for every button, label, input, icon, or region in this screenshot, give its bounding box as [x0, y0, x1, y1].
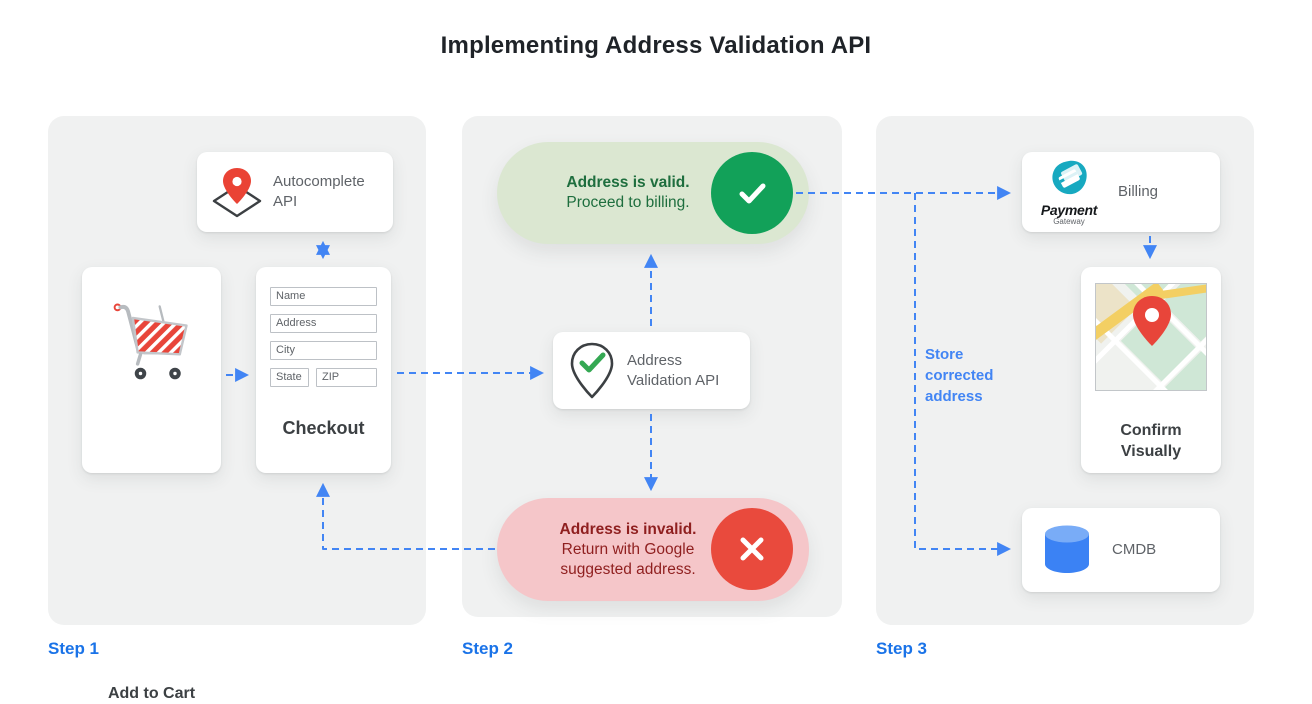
add-to-cart-label: Add to Cart — [107, 685, 196, 702]
cmdb-label: CMDB — [1112, 541, 1157, 558]
step2-label: Step 2 — [462, 639, 514, 658]
map-pin-diamond-icon — [212, 168, 262, 218]
page-title: Implementing Address Validation API — [440, 32, 872, 59]
add-to-cart-card: Add to Cart — [82, 267, 221, 702]
address-validation-api-label: Address Validation API — [627, 351, 720, 389]
billing-label: Billing — [1118, 183, 1159, 200]
state-field: State — [270, 368, 309, 387]
name-field: Name — [270, 287, 377, 306]
payment-logo-title: Payment — [1040, 201, 1098, 218]
billing-card: Payment Gateway Billing — [1022, 152, 1220, 232]
zip-field: ZIP — [316, 368, 377, 387]
cmdb-card: CMDB — [1022, 508, 1220, 592]
invalid-title: Address is invalid. — [559, 520, 697, 538]
step1-label: Step 1 — [48, 639, 100, 658]
shopping-cart-icon — [113, 303, 188, 380]
pin-check-icon — [570, 342, 614, 398]
payment-logo-subtitle: Gateway — [1053, 216, 1085, 226]
address-invalid-pill: Address is invalid. Return with Google s… — [497, 498, 809, 601]
valid-title: Address is valid. — [566, 174, 690, 191]
autocomplete-api-card: Autocomplete API — [197, 152, 393, 232]
map-thumbnail — [1095, 283, 1207, 391]
database-cylinder-icon — [1045, 525, 1089, 573]
checkmark-circle-icon — [711, 152, 793, 234]
store-corrected-address-note: Store corrected address — [925, 346, 994, 405]
x-circle-icon — [711, 508, 793, 590]
confirm-visually-card: Confirm Visually — [1081, 267, 1221, 473]
invalid-subtitle: Return with Google suggested address. — [560, 540, 696, 578]
address-valid-pill: Address is valid. Proceed to billing. — [497, 142, 809, 244]
payment-gateway-logo: Payment Gateway — [1038, 159, 1100, 226]
valid-subtitle: Proceed to billing. — [566, 194, 690, 211]
autocomplete-api-label: Autocomplete API — [273, 173, 365, 210]
address-validation-api-card: Address Validation API — [553, 332, 750, 409]
checkout-label: Checkout — [282, 418, 365, 438]
confirm-visually-label: Confirm Visually — [1120, 422, 1182, 460]
city-field: City — [270, 341, 377, 360]
step3-label: Step 3 — [876, 639, 928, 658]
address-field: Address — [270, 314, 377, 333]
checkout-card: Name Address City State ZIP Checkout — [256, 267, 391, 473]
